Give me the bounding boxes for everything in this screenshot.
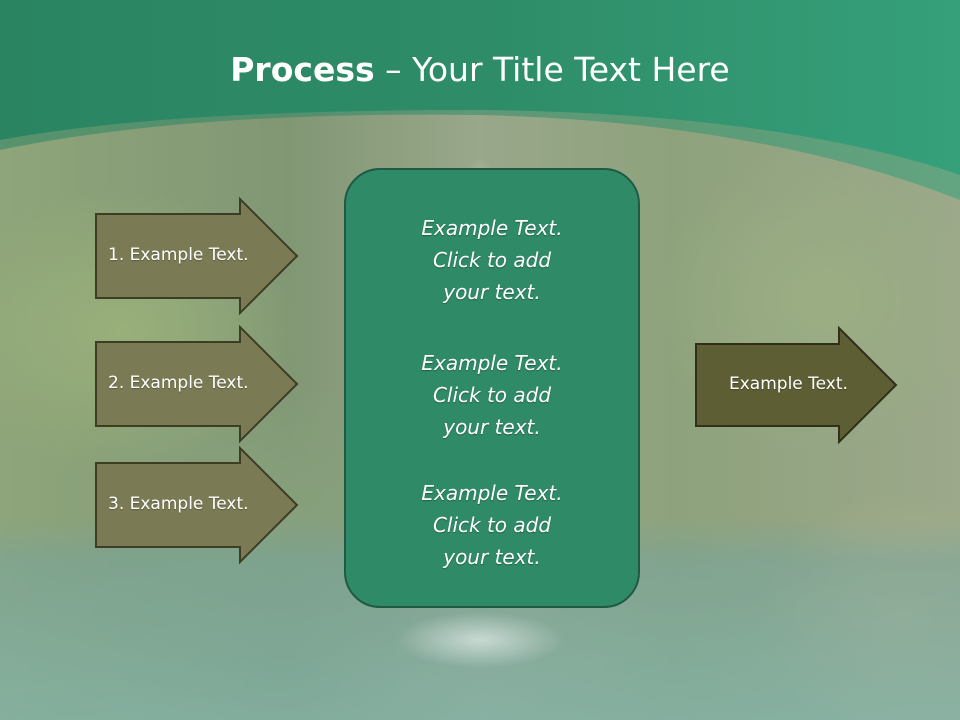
arrow-3-label: 3. Example Text. [108, 494, 249, 514]
center-block-1: Example Text. Click to add your text. [344, 212, 640, 308]
slide-title[interactable]: Process – Your Title Text Here [0, 50, 960, 89]
arrow-2-shape[interactable] [95, 324, 299, 444]
arrow-1-shape[interactable] [95, 196, 299, 316]
center-block-1-line3: your text. [443, 280, 541, 304]
center-block-3-line1: Example Text. [421, 481, 563, 505]
title-bold: Process [230, 50, 375, 89]
header-band [0, 0, 960, 200]
center-block-1-line1: Example Text. [421, 216, 563, 240]
center-block-3-line3: your text. [443, 545, 541, 569]
center-block-2: Example Text. Click to add your text. [344, 347, 640, 443]
center-text-box[interactable] [344, 168, 640, 608]
center-block-3-line2: Click to add [432, 513, 552, 537]
center-block-1-line2: Click to add [432, 248, 552, 272]
center-block-3: Example Text. Click to add your text. [344, 477, 640, 573]
center-block-2-line1: Example Text. [421, 351, 563, 375]
right-arrow-label: Example Text. [729, 374, 848, 394]
arrow-3-shape[interactable] [95, 445, 299, 565]
right-arrow-shape[interactable] [695, 325, 898, 445]
title-rest: – Your Title Text Here [374, 50, 730, 89]
center-block-2-line2: Click to add [432, 383, 552, 407]
center-block-2-line3: your text. [443, 415, 541, 439]
arrow-2-label: 2. Example Text. [108, 373, 249, 393]
arrow-1-label: 1. Example Text. [108, 245, 249, 265]
